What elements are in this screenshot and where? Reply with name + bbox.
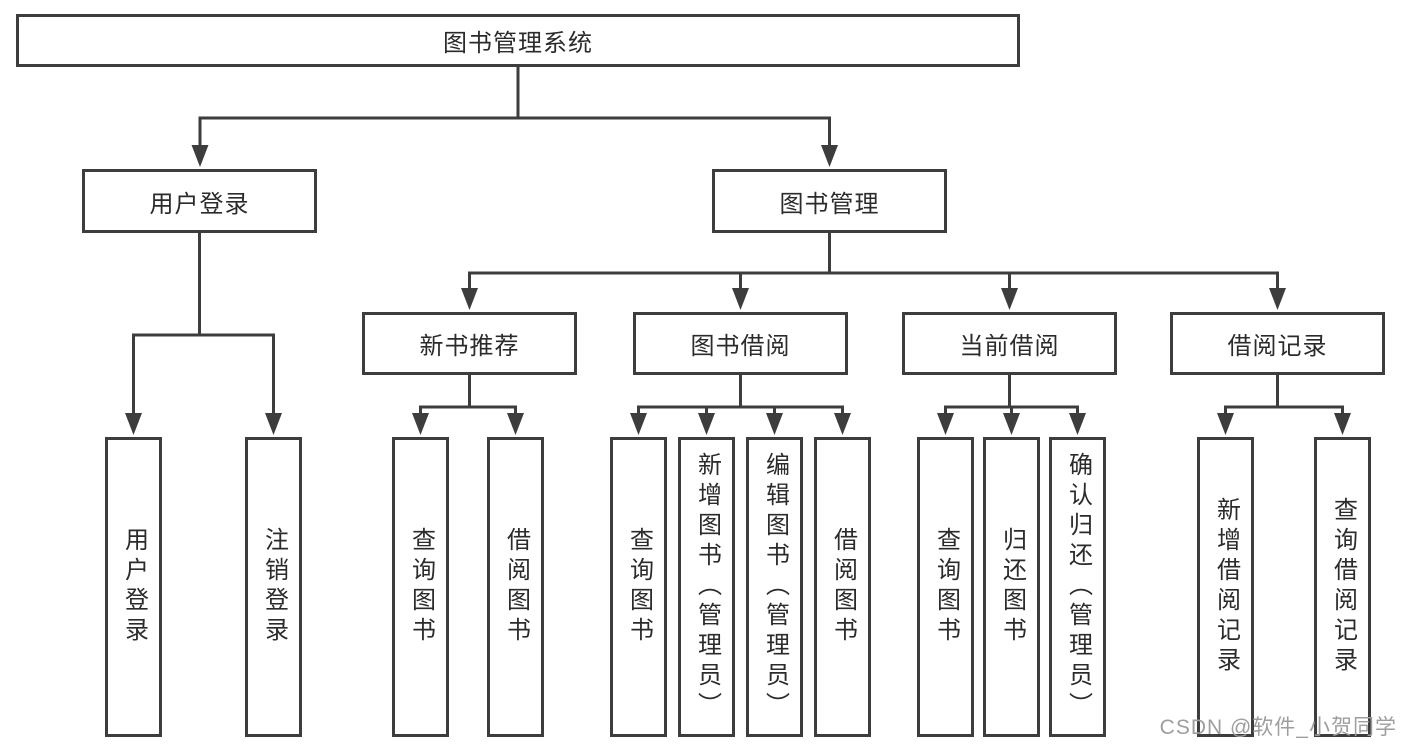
node-leaf-query-borrow-record: 查询借阅记录 (1314, 437, 1371, 737)
leaf-label: 归还图书 (998, 527, 1026, 647)
leaf-label: 查询借阅记录 (1329, 497, 1357, 677)
node-user-login: 用户登录 (82, 169, 317, 233)
node-leaf-edit-books-admin: 编辑图书（管理员） (746, 437, 803, 737)
leaf-label: 新增图书（管理员） (693, 452, 721, 722)
leaf-label: 查询图书 (407, 527, 435, 647)
arrowhead (507, 413, 524, 435)
leaf-label: 用户登录 (120, 527, 148, 647)
node-current-borrow-label: 当前借阅 (959, 333, 1060, 360)
leaf-label: 新增借阅记录 (1212, 497, 1240, 677)
node-leaf-query-books-current: 查询图书 (917, 437, 974, 737)
leaf-label: 查询图书 (932, 527, 960, 647)
node-leaf-borrow-books: 借阅图书 (814, 437, 871, 737)
arrowhead (821, 145, 838, 167)
arrowhead (412, 413, 429, 435)
node-book-borrow: 图书借阅 (633, 312, 848, 375)
node-leaf-logout: 注销登录 (245, 437, 302, 737)
node-user-login-label: 用户登录 (149, 190, 250, 218)
arrowhead (766, 413, 783, 435)
node-leaf-borrow-books-recommend: 借阅图书 (487, 437, 544, 737)
arrowhead (1334, 413, 1351, 435)
arrowhead (732, 288, 749, 310)
arrowhead (937, 413, 954, 435)
arrowhead (461, 288, 478, 310)
node-book-management-label: 图书管理 (779, 190, 880, 218)
arrowhead (265, 413, 282, 435)
node-new-book-recommend-label: 新书推荐 (419, 333, 520, 360)
arrowhead (1217, 413, 1234, 435)
node-root-label: 图书管理系统 (443, 30, 593, 57)
node-leaf-add-borrow-record: 新增借阅记录 (1197, 437, 1254, 737)
leaf-label: 确认归还（管理员） (1064, 452, 1092, 722)
arrowhead (630, 413, 647, 435)
node-leaf-confirm-return-admin: 确认归还（管理员） (1049, 437, 1106, 737)
node-book-management: 图书管理 (712, 169, 947, 233)
node-new-book-recommend: 新书推荐 (362, 312, 577, 375)
node-borrow-records-label: 借阅记录 (1227, 333, 1328, 360)
node-book-borrow-label: 图书借阅 (690, 333, 791, 360)
arrowhead (1001, 288, 1018, 310)
arrowhead (1269, 288, 1286, 310)
node-leaf-add-books-admin: 新增图书（管理员） (678, 437, 735, 737)
leaf-label: 编辑图书（管理员） (761, 452, 789, 722)
leaf-label: 借阅图书 (502, 527, 530, 647)
arrowhead (191, 145, 209, 167)
arrowhead (1069, 413, 1086, 435)
node-borrow-records: 借阅记录 (1170, 312, 1385, 375)
node-leaf-query-books-recommend: 查询图书 (392, 437, 449, 737)
arrowhead (125, 413, 142, 435)
leaf-label: 查询图书 (625, 527, 653, 647)
node-leaf-return-books: 归还图书 (983, 437, 1040, 737)
arrowhead (698, 413, 715, 435)
node-current-borrow: 当前借阅 (902, 312, 1117, 375)
node-root: 图书管理系统 (16, 14, 1020, 67)
leaf-label: 注销登录 (260, 527, 288, 647)
leaf-label: 借阅图书 (829, 527, 857, 647)
arrowhead (834, 413, 851, 435)
arrowhead (1003, 413, 1020, 435)
node-leaf-query-books-borrow: 查询图书 (610, 437, 667, 737)
node-leaf-user-login: 用户登录 (105, 437, 162, 737)
csdn-watermark: CSDN @软件_小贺同学 (1159, 716, 1397, 739)
